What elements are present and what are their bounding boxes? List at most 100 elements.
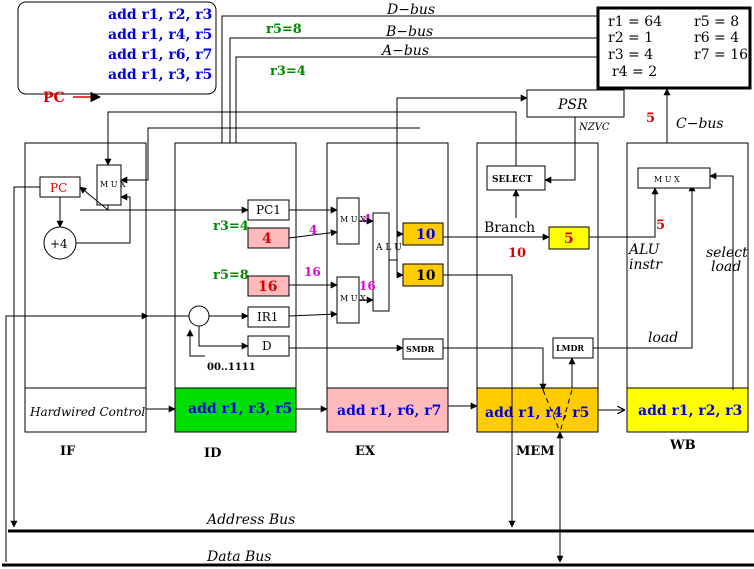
id-reg-b-value: 16 [258,279,277,295]
alu-to-out-bottom [396,260,404,279]
ex-current-band [326,387,449,433]
register-value: r1 = 64 [608,14,662,30]
register-value: r3 = 4 [608,47,653,63]
a-bus-label: A−bus [380,43,429,59]
register-value: r6 = 4 [694,30,739,46]
forward-r5-top: r5=8 [266,22,302,37]
ir1-to-mux-b [288,310,338,318]
wb-stage-box [626,142,749,433]
select-load-label-2: load [711,259,741,275]
id-stage-name: ID [204,446,221,461]
cbus-value: 5 [646,111,655,126]
alu-instr-label-2: instr [629,257,663,273]
lmdr-label: LMDR [556,343,584,353]
result-to-wb-mux [589,187,659,238]
id-decoder-circle [188,305,210,327]
ex-mux-a-label: M U X [340,215,366,224]
wb-current-instruction: add r1, r2, r3 [638,403,742,419]
register-value: r7 = 16 [694,47,748,63]
mem-current-instruction: add r1, r4, r5 [485,405,589,421]
alu-to-out [389,230,404,261]
adder-to-mux [76,193,131,244]
register-value: r4 = 2 [612,64,657,80]
select-load-line [709,172,734,390]
if-mux [96,164,122,206]
select-to-if-mux [120,127,420,184]
decoder-to-d [198,326,249,350]
smdr-to-mem [443,347,547,391]
branch-label: Branch [484,220,535,236]
ex-in-a-value: 4 [363,212,371,226]
ex-out-top-value: 10 [416,227,436,243]
program-box [17,1,217,95]
forward-r3-top: r3=4 [270,64,306,79]
branch-value: 10 [508,246,526,261]
hardwired-control-label: Hardwired Control [29,405,145,419]
pc-to-address-bus [10,186,40,528]
ir1-label: IR1 [257,310,278,324]
register-value: r2 = 1 [608,30,653,46]
alu [372,212,390,312]
out-bottom-to-address [443,274,516,528]
wb-stage-name: WB [669,438,696,453]
mem-result-value: 5 [564,231,574,247]
id-b-out-value: 16 [304,265,321,279]
branch-to-if-mux [104,111,507,166]
mem-dash-2 [542,389,561,433]
select-label: SELECT [492,175,533,185]
ex-out-bottom-value: 10 [416,268,436,284]
address-bus-label: Address Bus [205,512,295,528]
register-value: r5 = 8 [694,14,739,30]
mem-dash-3 [559,389,573,433]
d-bus-label: D−bus [386,2,435,18]
if-mux-label: M U X [100,180,126,189]
forward-r5-id: r5=8 [213,268,249,283]
immediate-range: 00..1111 [207,362,256,373]
plus4-label: +4 [50,237,68,251]
id-reg-b [247,275,290,297]
psr-register [526,89,625,118]
id-current-instruction: add r1, r3, r5 [188,401,292,417]
select-load-label-1: select [706,245,748,261]
imm-loop [186,329,205,357]
alu-label: A L U [375,243,402,253]
smdr-label: SMDR [406,344,435,354]
data-bus-to-if [5,312,149,562]
ex-current-instruction: add r1, r6, r7 [337,403,441,419]
wb-mux-in-value: 5 [656,218,665,233]
register-file-box [596,6,752,90]
program-pc-label: PC [43,90,65,106]
load-label: load [648,330,678,346]
b-bus-label: B−bus [385,24,433,40]
program-instruction: add r1, r2, r3 [108,7,212,23]
psr-to-select [544,117,576,184]
data-bus-label: Data Bus [206,549,271,565]
program-instruction: add r1, r6, r7 [108,47,212,63]
wb-mux-label: M U X [654,175,680,184]
select-to-branch [507,111,517,166]
id-current-band [174,387,297,433]
ex-in-b-value: 16 [359,279,376,293]
lmdr-to-wb-mux [593,184,696,349]
id-reg-a-value: 4 [262,231,272,247]
select-unit [486,165,546,191]
c-bus-label: C−bus [676,116,724,132]
alu-to-psr [396,94,528,234]
psr-label: PSR [557,97,588,113]
ex-mux-b-label: M U X [340,294,366,303]
mem-stage-name: MEM [516,444,555,459]
program-instruction: add r1, r4, r5 [108,27,212,43]
if-pc-label: PC [50,181,67,195]
if-current-band [24,387,147,433]
forward-r3-id: r3=4 [213,219,249,234]
rega-to-mux-a [288,229,338,239]
ex-stage-name: EX [355,444,376,459]
wb-current-band [626,387,749,433]
id-a-out-value: 4 [309,223,317,237]
d-label: D [262,339,272,353]
psr-flags: NZVC [578,122,610,133]
mem-stage-box [476,142,599,433]
pc1-label: PC1 [256,203,281,217]
if-stage-name: IF [60,444,76,459]
